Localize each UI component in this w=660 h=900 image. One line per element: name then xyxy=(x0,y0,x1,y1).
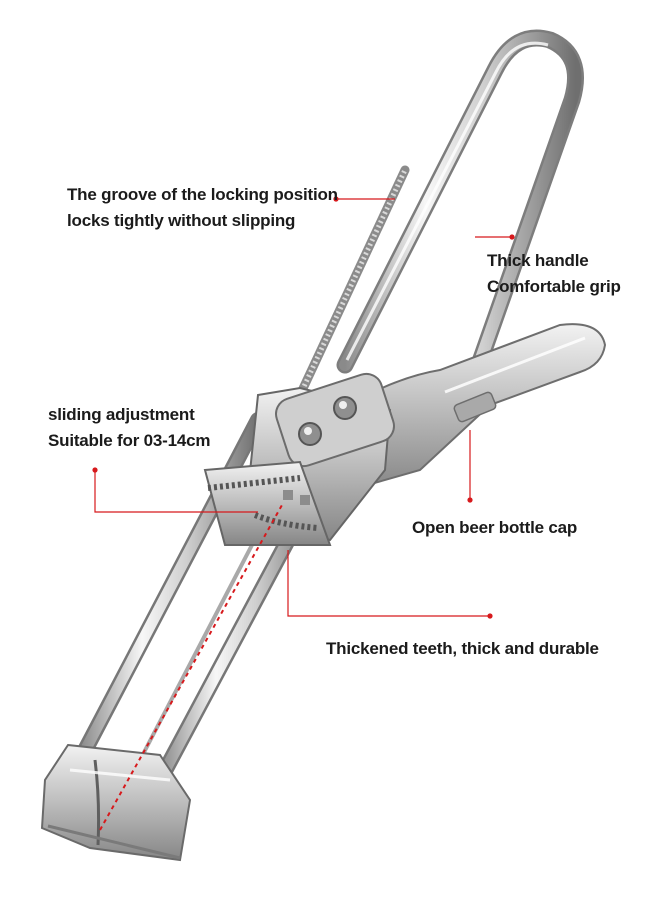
callout-locking-groove-line2: locks tightly without slipping xyxy=(67,211,296,230)
callout-sliding-line1: sliding adjustment xyxy=(48,405,195,424)
adjustment-range-line xyxy=(99,504,283,831)
callout-leaders xyxy=(92,196,515,619)
callout-thick-handle: Thick handle Comfortable grip xyxy=(487,248,621,300)
toothed-slider xyxy=(203,460,332,546)
callout-sliding-line2: Suitable for 03-14cm xyxy=(48,431,211,450)
callout-thick-handle-line1: Thick handle xyxy=(487,251,589,270)
callout-locking-groove-line1: The groove of the locking position xyxy=(67,185,338,204)
callout-thickened-teeth: Thickened teeth, thick and durable xyxy=(326,636,599,662)
callout-bottle-opener: Open beer bottle cap xyxy=(412,515,577,541)
bottom-jaw xyxy=(40,743,192,862)
callout-thick-handle-line2: Comfortable grip xyxy=(487,277,621,296)
callout-locking-groove: The groove of the locking position locks… xyxy=(67,182,338,234)
loop-handle xyxy=(336,29,584,399)
callout-sliding-adjustment: sliding adjustment Suitable for 03-14cm xyxy=(48,402,210,454)
callout-teeth-line1: Thickened teeth, thick and durable xyxy=(326,639,599,658)
callout-bottle-line1: Open beer bottle cap xyxy=(412,518,578,537)
locking-groove-rod xyxy=(295,165,410,400)
